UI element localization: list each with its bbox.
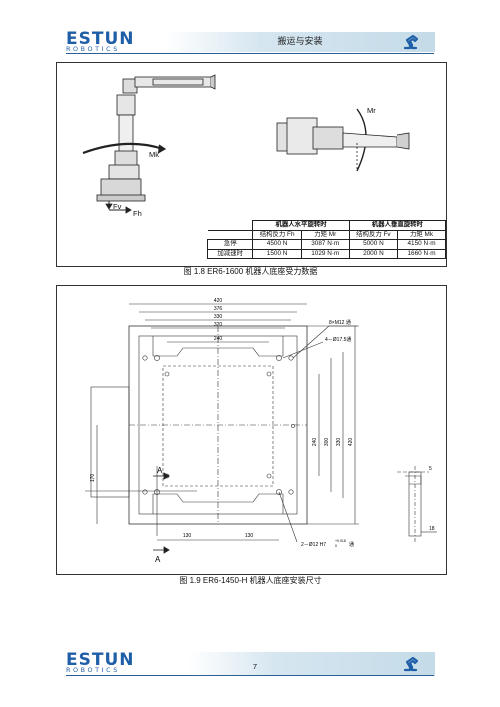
section-a-label-bottom: A <box>155 555 161 564</box>
table-cell: 5000 N <box>348 239 399 250</box>
footer-band <box>188 652 435 676</box>
hole-tolerance-lower: 0 <box>335 544 337 548</box>
header-rule <box>66 53 434 54</box>
table-row: 急停 4500 N 3087 N·m 5000 N 4150 N·m <box>206 239 446 250</box>
mk-label: Mk <box>149 150 159 159</box>
hole-tolerance-upper: +0.018 <box>335 539 346 543</box>
table-row-label: 加减速时 <box>206 248 254 260</box>
figure-base-dimensions: 420 376 330 320 240 240 300 330 420 170 … <box>56 285 447 575</box>
table-row: 加减速时 1500 N 1029 N·m 2000 N 1660 N·m <box>206 248 446 260</box>
dim-130-bottom-right: 130 <box>245 533 254 539</box>
dim-420-right: 420 <box>348 438 354 447</box>
force-table: 机器人水平旋转时 机器人垂直旋转时 结构反力 Fh 力矩 Mr 结构反力 Fv … <box>206 220 447 260</box>
hole-note-m12: 8×M12 通 <box>329 319 351 326</box>
dim-420-top: 420 <box>214 298 223 304</box>
estun-logo: ESTUN <box>66 29 135 49</box>
figure-1-8-caption: 图 1.8 ER6-1600 机器人底座受力数据 <box>183 267 318 276</box>
dim-330-right: 330 <box>336 438 342 447</box>
dim-300-right: 300 <box>324 438 330 447</box>
hole-note-through: 通 <box>349 541 354 548</box>
fv-label: Fv <box>113 202 122 211</box>
robot-arm-icon <box>403 656 419 672</box>
dim-130-bottom-left: 130 <box>183 533 192 539</box>
section-a-label-top: A <box>157 466 163 475</box>
dim-330-top: 330 <box>214 314 223 320</box>
dim-320-top: 320 <box>214 322 223 328</box>
dim-376-top: 376 <box>214 306 223 312</box>
table-cell: 1500 N <box>252 248 302 260</box>
estun-logo: ESTUN <box>66 650 135 670</box>
table-cell: 1660 N·m <box>397 248 446 260</box>
figure-1-9-caption: 图 1.9 ER6-1450-H 机器人底座安装尺寸 <box>179 576 322 585</box>
page-section-title: 搬运与安装 <box>277 36 323 46</box>
header-band <box>165 32 435 52</box>
table-cell: 1029 N·m <box>300 248 350 260</box>
footer-rule <box>66 675 434 676</box>
figure-base-forces: Mk Fv Fh Mr 机器人水平旋转时 机器人垂直旋转时 结构反力 Fh 力矩 <box>56 62 447 267</box>
table-cell: 2000 N <box>348 248 399 260</box>
table-col-header: 结构反力 Fv <box>348 229 399 241</box>
dim-170-left: 170 <box>90 474 96 483</box>
table-cell: 4150 N·m <box>397 239 446 250</box>
header: ESTUN ROBOTICS 搬运与安装 <box>0 0 500 60</box>
table-corner-cell <box>207 220 254 231</box>
dim-240-top: 240 <box>214 336 223 342</box>
table-row-label: 急停 <box>206 239 254 250</box>
table-corner-cell <box>207 229 254 241</box>
footer: ESTUN ROBOTICS <box>0 645 500 695</box>
force-table-wrapper: 机器人水平旋转时 机器人垂直旋转时 结构反力 Fh 力矩 Mr 结构反力 Fv … <box>206 220 447 260</box>
table-col-header: 力矩 Mr <box>300 229 350 241</box>
robotics-logo-text: ROBOTICS <box>66 666 120 674</box>
mr-label: Mr <box>367 106 376 115</box>
page-number: 7 <box>252 662 258 671</box>
robot-side-view-drawing: Mk Fv Fh Mr <box>82 74 410 218</box>
dim-240-right: 240 <box>312 438 318 447</box>
table-col-header: 结构反力 Fh <box>252 229 302 241</box>
robot-arm-icon <box>403 34 419 50</box>
fh-label: Fh <box>133 209 142 218</box>
table-group-header: 机器人水平旋转时 <box>252 220 350 231</box>
base-plate-drawing: 420 376 330 320 240 240 300 330 420 170 … <box>85 298 437 564</box>
table-group-header: 机器人垂直旋转时 <box>348 220 447 231</box>
hole-note-d12h7: 2－Ø12 H7 <box>301 542 326 548</box>
detail-dim-18: 18 <box>429 526 435 532</box>
table-cell: 3087 N·m <box>300 239 350 250</box>
table-cell: 4500 N <box>252 239 302 250</box>
hole-note-d17-5: 4－Ø17.5通 <box>325 336 351 343</box>
robotics-logo-text: ROBOTICS <box>66 45 120 53</box>
table-col-header: 力矩 Mk <box>397 229 446 241</box>
detail-dim-5: 5 <box>429 466 432 472</box>
